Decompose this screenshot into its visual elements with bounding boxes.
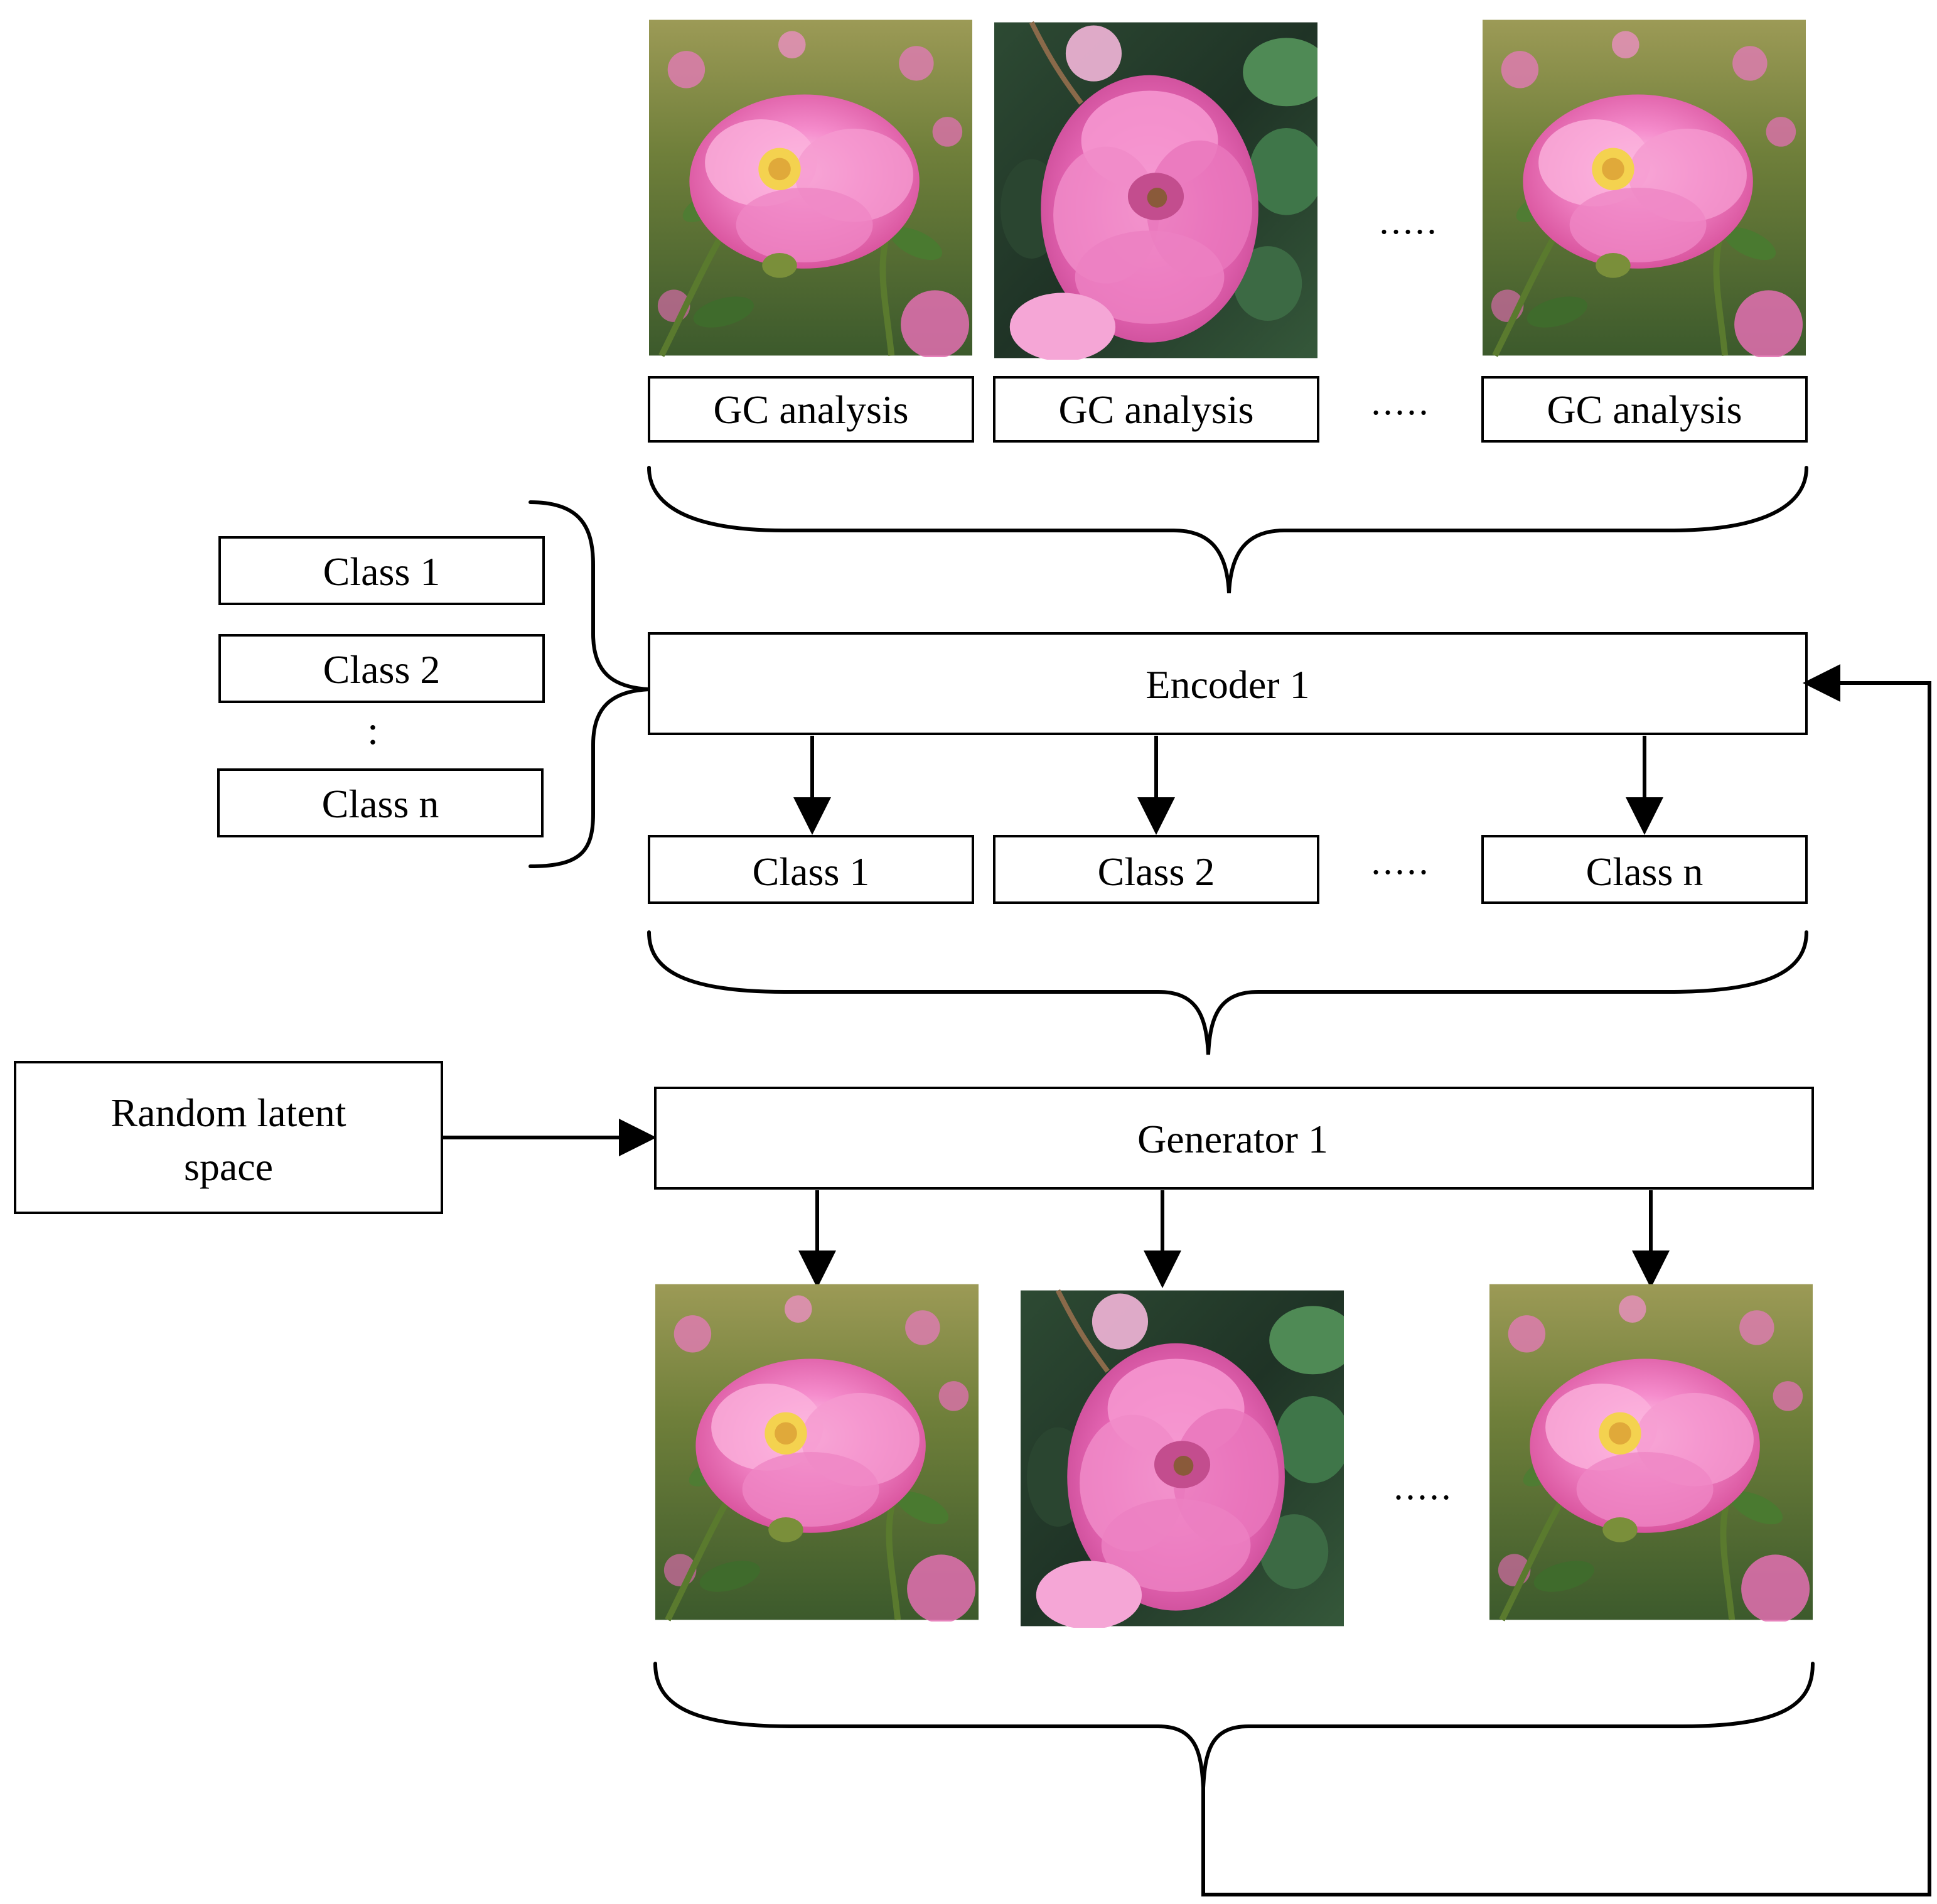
input-class-label: Class 2 — [323, 647, 441, 692]
gc-analysis-box-2: GC analysis — [993, 376, 1319, 443]
output-class-label: Class 1 — [753, 849, 870, 894]
brace-classes-to-generator — [647, 930, 1808, 1055]
generator-box: Generator 1 — [654, 1087, 1814, 1190]
gc-analysis-label: GC analysis — [713, 387, 908, 432]
encoder-box: Encoder 1 — [648, 632, 1808, 735]
rose-photo-icon — [994, 23, 1330, 362]
random-latent-label-line2: space — [184, 1144, 273, 1189]
output-class-box-n: Class n — [1481, 835, 1808, 904]
input-class-box-2: Class 2 — [218, 634, 545, 703]
rose-photo-icon — [655, 1284, 979, 1623]
rose-photo-icon — [649, 20, 972, 359]
gc-analysis-label: GC analysis — [1547, 387, 1742, 432]
input-class-box-1: Class 1 — [218, 536, 545, 605]
brace-classes-to-encoder — [529, 500, 650, 868]
input-class-box-n: Class n — [217, 768, 544, 837]
gc-analysis-box-3: GC analysis — [1481, 376, 1808, 443]
brace-gc-to-encoder — [647, 466, 1808, 594]
ellipsis-gc: ..... — [1371, 381, 1431, 422]
input-class-label: Class n — [322, 782, 439, 826]
output-class-label: Class n — [1586, 849, 1704, 894]
output-class-box-1: Class 1 — [648, 835, 974, 904]
random-latent-label-line1: Random latent — [110, 1090, 346, 1135]
output-class-label: Class 2 — [1098, 849, 1215, 894]
rose-photo-icon — [1021, 1291, 1356, 1630]
input-class-label: Class 1 — [323, 549, 441, 594]
output-class-box-2: Class 2 — [993, 835, 1319, 904]
input-classes-separator: : — [367, 708, 378, 753]
ellipsis-generated-photos: ..... — [1394, 1466, 1454, 1507]
encoder-label: Encoder 1 — [1146, 662, 1309, 707]
ellipsis-top-photos: ..... — [1380, 200, 1439, 242]
gc-analysis-box-1: GC analysis — [648, 376, 974, 443]
generator-label: Generator 1 — [1137, 1117, 1328, 1161]
gc-analysis-label: GC analysis — [1058, 387, 1253, 432]
rose-photo-icon — [1483, 20, 1806, 359]
random-latent-space-box: Random latent space — [14, 1061, 443, 1214]
ellipsis-classes: ..... — [1371, 841, 1431, 882]
brace-generated-to-feedback — [653, 1662, 1815, 1788]
rose-photo-icon — [1489, 1284, 1813, 1623]
feedback-loop-line — [1201, 664, 1931, 1896]
